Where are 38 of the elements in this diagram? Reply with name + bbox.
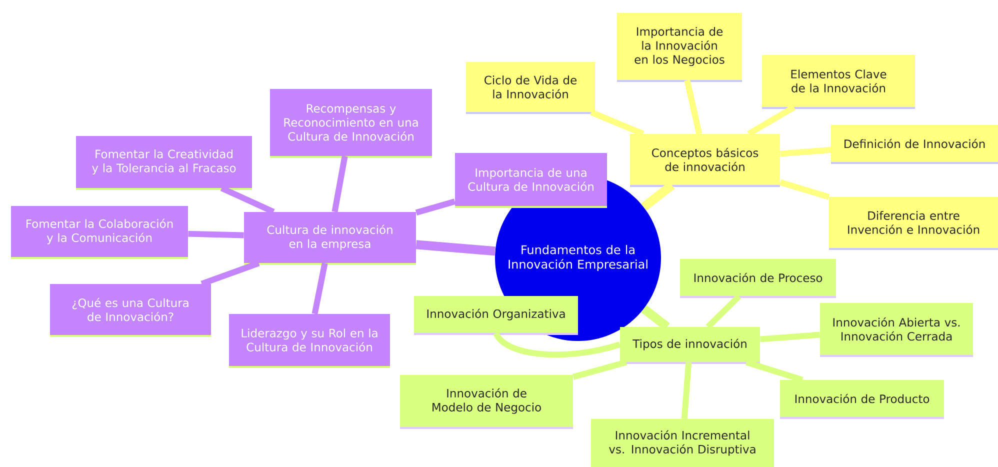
topic-box: Tipos de innovación <box>620 327 760 364</box>
topic-box: Innovación Organizativa <box>414 296 578 335</box>
topic-box: Innovación de Proceso <box>680 259 836 298</box>
branch-line <box>779 179 830 200</box>
branch-line <box>745 359 804 383</box>
branch-line <box>706 294 742 329</box>
topic-box: Conceptos básicos de innovación <box>630 134 780 187</box>
topic-box: Recompensas y Reconocimiento en una Cultura de Innovación <box>270 89 432 158</box>
branch-line <box>188 230 244 238</box>
branch-line <box>332 156 348 212</box>
topic-box: Importancia de una Cultura de Innovación <box>455 153 607 208</box>
topic-box: Liderazgo y su Rol en la Cultura de Innovación <box>229 314 390 368</box>
topic-box: Innovación Abierta vs. Innovación Cerrada <box>820 303 973 357</box>
topic-box: Innovación Incremental vs. Innovación Disruptiva <box>591 419 774 467</box>
topic-box: ¿Qué es una Cultura de Innovación? <box>50 284 211 337</box>
branch-line <box>681 362 692 420</box>
topic-box: Ciclo de Vida de la Innovación <box>466 62 595 114</box>
topic-box: Importancia de la Innovación en los Negocios <box>617 13 742 82</box>
branch-line <box>684 80 702 134</box>
branch-line <box>415 198 456 216</box>
topic-box: Innovación de Producto <box>780 380 944 419</box>
topic-box: Cultura de innovación en la empresa <box>244 212 416 265</box>
topic-box: Diferencia entre Invención e Innovación <box>829 197 998 250</box>
branch-line <box>220 185 275 215</box>
branch-line <box>760 332 820 342</box>
branch-line <box>416 240 496 256</box>
branch-line <box>493 332 621 358</box>
branch-line <box>572 359 628 380</box>
branch-line <box>200 260 260 287</box>
topic-box: Elementos Clave de la Innovación <box>762 55 915 109</box>
topic-box: Fomentar la Creatividad y la Tolerancia al Fracaso <box>76 136 252 190</box>
topic-box: Definición de Innovación <box>831 125 998 164</box>
topic-box: Fomentar la Colaboración y la Comunicación <box>11 206 188 259</box>
branch-line <box>312 262 328 314</box>
branch-line <box>590 109 644 137</box>
branch-line <box>780 146 832 157</box>
branch-line <box>747 104 796 136</box>
topic-box: Innovación de Modelo de Negocio <box>400 375 573 429</box>
